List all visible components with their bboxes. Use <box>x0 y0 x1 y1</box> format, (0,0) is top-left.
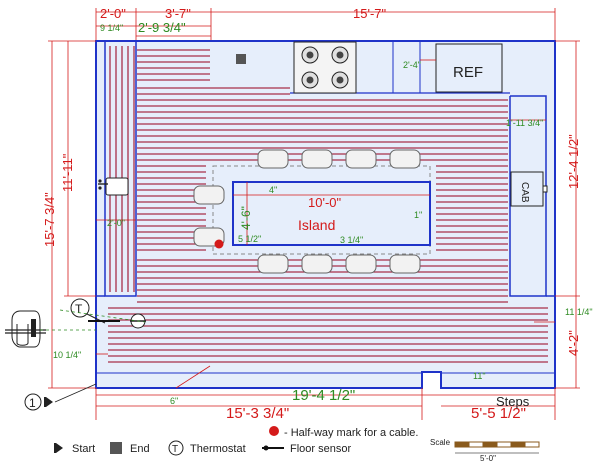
dim-gap-10-14: 10 1/4" <box>53 350 81 360</box>
steps-label: Steps <box>496 394 530 409</box>
dimension-line <box>175 365 211 389</box>
legend: - Half-way mark for a cable. Start End T… <box>54 426 540 463</box>
legend-start-text: Start <box>72 443 95 455</box>
legend-end-text: End <box>130 443 150 455</box>
burner-center <box>336 76 344 84</box>
cab-label: CAB <box>519 182 530 203</box>
start-marker-icon: 1 <box>24 393 53 411</box>
island-counter <box>232 181 431 246</box>
dim-gap-2-0: 2'-0" <box>107 218 125 228</box>
end-marker-icon <box>236 54 246 64</box>
dim-left-15-7-34: 15'-7 3/4" <box>42 192 57 247</box>
chairs <box>193 149 421 274</box>
dim-island-4-6: 4'-6" <box>239 206 253 230</box>
room-inner-wall <box>104 42 137 297</box>
dim-right-4-2: 4'-2" <box>566 330 581 356</box>
dim-right-12-4-12: 12'-4 1/2" <box>566 134 581 189</box>
dim-gap-11-14: 11 1/4" <box>565 307 593 317</box>
dim-gap-11in: 11" <box>473 371 486 381</box>
chair-bottom <box>257 254 289 274</box>
chair-top <box>389 149 421 169</box>
dim-top-2-0: 2'-0" <box>100 6 126 21</box>
legend-start-icon <box>54 443 63 453</box>
thermostat-icon: T <box>70 298 90 318</box>
scale-bar-segment <box>524 441 540 448</box>
chair-bottom <box>389 254 421 274</box>
legend-halfway-text: - Half-way mark for a cable. <box>284 427 418 439</box>
legend-floor-sensor-icon <box>262 445 284 451</box>
heating-cable <box>108 46 548 363</box>
stove <box>293 41 357 94</box>
dim-top-2-9-34: 2'-9 3/4" <box>138 20 186 35</box>
svg-text:1: 1 <box>29 396 36 410</box>
svg-text:T: T <box>172 444 178 455</box>
legend-end-icon <box>110 442 122 454</box>
dim-gap-1in: 1" <box>414 210 422 220</box>
scale-bar <box>454 441 540 454</box>
dim-island-10-0: 10'-0" <box>308 195 342 210</box>
dim-gap-5-12: 5 1/2" <box>238 234 261 244</box>
chair-bottom <box>301 254 333 274</box>
legend-scale-value: 5'-0" <box>480 454 496 463</box>
legend-thermostat-icon: T <box>168 440 184 456</box>
scale-bar-segment <box>510 441 526 448</box>
dim-top-15-7: 15'-7" <box>353 6 387 21</box>
dim-left-11-11: 11'-11" <box>60 153 75 192</box>
scale-bar-segment <box>496 441 512 448</box>
dim-bottom-15-3-34: 15'-3 3/4" <box>226 405 289 422</box>
svg-text:T: T <box>75 302 83 316</box>
burner-center <box>306 76 314 84</box>
legend-thermostat-text: Thermostat <box>190 443 246 455</box>
dim-gap-2-4: 2'-4" <box>403 60 421 70</box>
legend-scale-text: Scale <box>430 438 451 447</box>
chair-top <box>301 149 333 169</box>
burner-center <box>306 51 314 59</box>
dim-gap-4in: 4" <box>269 185 277 195</box>
sink <box>98 177 129 196</box>
cabinet <box>510 171 548 207</box>
dim-bottom-19-4-12: 19'-4 1/2" <box>292 387 355 404</box>
burner-center <box>336 51 344 59</box>
dim-gap-6in: 6" <box>170 396 178 406</box>
dim-gap-1-11-34: 1'-11 3/4" <box>506 118 543 128</box>
chair-bottom <box>345 254 377 274</box>
dimension-texts: 2'-0" 3'-7" 15'-7" 9 1/4" 2'-9 3/4" 15'-… <box>42 6 593 422</box>
dim-top-3-7: 3'-7" <box>165 6 191 21</box>
legend-floor-sensor-text: Floor sensor <box>290 443 351 455</box>
scale-bar-segment <box>454 441 470 448</box>
dim-top-9-14: 9 1/4" <box>100 23 123 33</box>
chair-top <box>257 149 289 169</box>
scale-bar-segment <box>482 441 498 448</box>
wall-thermostat-icon <box>5 310 46 348</box>
burner-icons <box>301 46 349 89</box>
ref-label: REF <box>453 64 483 81</box>
halfway-mark-icon <box>214 239 224 249</box>
chair-left <box>193 185 225 205</box>
legend-halfway-icon <box>269 426 279 436</box>
refrigerator <box>435 43 503 93</box>
island-label: Island <box>298 217 335 233</box>
dim-bottom-5-5-12: 5'-5 1/2" <box>471 405 526 422</box>
chair-top <box>345 149 377 169</box>
scale-bar-segment <box>468 441 484 448</box>
dim-gap-3-14: 3 1/4" <box>340 235 363 245</box>
